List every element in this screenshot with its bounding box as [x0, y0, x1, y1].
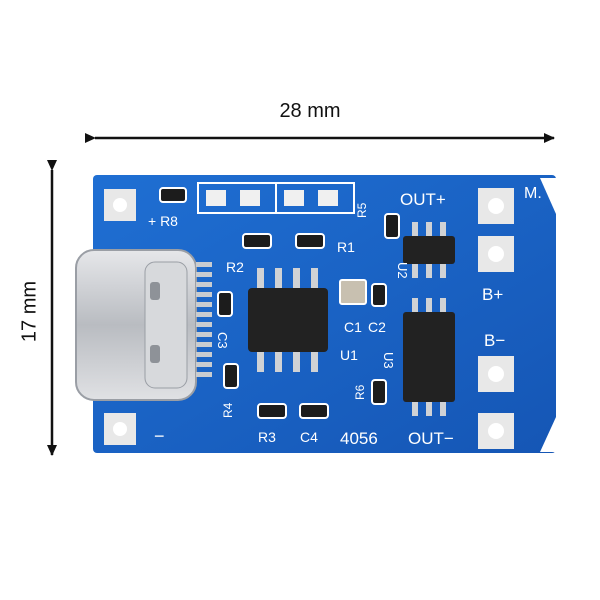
silk-m: M. — [524, 185, 542, 202]
silk-r2: R2 — [226, 259, 244, 275]
silk-b-minus: B− — [484, 331, 505, 350]
silk-minus: − — [154, 426, 165, 446]
solder-pads — [478, 188, 514, 449]
silk-r4: R4 — [221, 402, 235, 418]
silk-plus-r8: + R8 — [148, 213, 178, 229]
ic-u2 — [403, 222, 455, 278]
silk-r1: R1 — [337, 239, 355, 255]
smd-components — [159, 187, 400, 419]
mounting-holes — [104, 189, 136, 445]
silk-r3: R3 — [258, 429, 276, 445]
silk-c2: C2 — [368, 319, 386, 335]
silk-model: 4056 — [340, 429, 378, 448]
silk-r5: R5 — [355, 202, 369, 218]
usb-c-connector — [75, 249, 212, 401]
silk-u1: U1 — [340, 347, 358, 363]
silk-u2: U2 — [395, 262, 410, 279]
silk-b-plus: B+ — [482, 285, 503, 304]
silk-c1: C1 — [344, 319, 362, 335]
silk-out-minus: OUT− — [408, 429, 454, 448]
led-indicators — [197, 182, 355, 214]
silk-r6: R6 — [353, 384, 367, 400]
silk-c4: C4 — [300, 429, 318, 445]
width-dimension-label: 28 mm — [279, 100, 341, 122]
ic-u3 — [403, 298, 455, 416]
silk-out-plus: OUT+ — [400, 190, 446, 209]
silk-c3: C3 — [215, 332, 230, 349]
silk-u3: U3 — [381, 352, 396, 369]
ic-u1 — [248, 268, 328, 372]
